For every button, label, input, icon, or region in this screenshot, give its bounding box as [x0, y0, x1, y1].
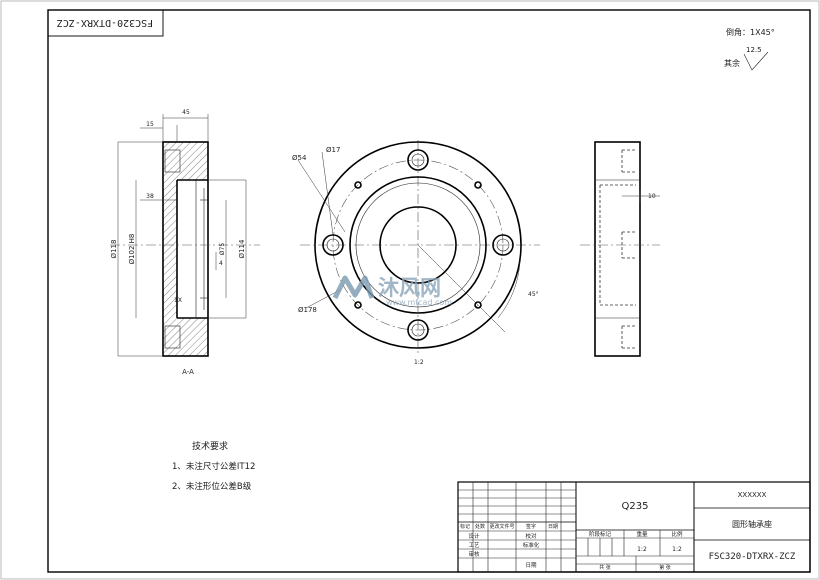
watermark-brand: 沐风网 — [378, 276, 441, 300]
other-roughness-label: 其余 — [724, 58, 740, 68]
tb-sheet-number: 第 张 — [659, 564, 671, 571]
dim-angle45: 45° — [528, 291, 539, 298]
dim-45: 45 — [182, 109, 190, 116]
dim-phi102: Ø102 H8 — [128, 234, 136, 265]
tb-part-name: 圆形轴承座 — [732, 519, 772, 529]
technical-requirements: 技术要求 1、未注尺寸公差IT12 2、未注形位公差B级 — [172, 440, 255, 492]
watermark-url: www.mfcad.com — [386, 298, 452, 307]
tb-stage: 阶段标记 — [589, 530, 612, 538]
tb-weight: 重量 — [636, 530, 648, 538]
code-stamp: FSC320-DTXRX-ZCZ — [47, 9, 164, 37]
tb-sheet-total: 共 张 — [599, 564, 611, 571]
watermark: 沐风网 www.mfcad.com — [332, 275, 452, 307]
dim-4: 4 — [219, 260, 223, 267]
dim-phi118: Ø118 — [110, 240, 118, 259]
dim-phi54: Ø54 — [292, 154, 307, 162]
side-view — [580, 141, 660, 357]
tb-design: 设计 — [468, 532, 480, 540]
tb-header-date: 日期 — [548, 524, 558, 530]
tb-sheet-value: 1:2 — [672, 546, 682, 553]
tech-req-title: 技术要求 — [192, 440, 228, 452]
tb-header-mark: 标记 — [460, 523, 470, 530]
tb-drawing-number: FSC320-DTXRX-ZCZ — [709, 552, 796, 562]
front-view-labels: Ø17 Ø54 Ø178 45° 1:2 — [292, 146, 539, 366]
title-block-text: 标记 处数 更改文件号 签字 日期 设计 工艺 审核 校对 标准化 日期 Q23… — [460, 491, 796, 571]
section-view — [110, 114, 260, 357]
dim-phi178: Ø178 — [298, 306, 317, 314]
surface-notes: 倒角：1X45° 其余 12.5 — [724, 27, 775, 71]
title-block — [457, 481, 811, 573]
tb-scale-value: 1:2 — [637, 546, 647, 553]
tb-header-change: 更改文件号 — [489, 523, 514, 530]
dim-15: 15 — [146, 121, 154, 128]
tb-standard: 标准化 — [523, 541, 540, 549]
section-label: A-A — [182, 368, 194, 376]
tb-header-count: 处数 — [475, 523, 485, 530]
tb-check: 校对 — [525, 532, 537, 540]
tb-review: 审核 — [468, 550, 480, 558]
tb-process: 工艺 — [468, 542, 480, 549]
roughness-symbol-icon — [743, 51, 769, 71]
tech-req-item-2: 2、未注形位公差B级 — [172, 481, 252, 492]
watermark-logo-icon — [332, 275, 375, 300]
front-view — [297, 140, 540, 355]
chamfer-note: 倒角：1X45° — [726, 27, 775, 37]
dim-38: 38 — [146, 193, 154, 200]
tb-scale-label: 比例 — [671, 530, 683, 538]
view-scale: 1:2 — [414, 359, 424, 366]
dim-phi17: Ø17 — [326, 146, 340, 154]
dim-phi75: Ø75 — [219, 243, 226, 256]
section-view-labels: 45 15 38 Ø118 Ø102 H8 Ø75 Ø114 4 1X A-A — [110, 109, 246, 376]
roughness-value: 12.5 — [746, 46, 762, 54]
code-stamp-text: FSC320-DTXRX-ZCZ — [57, 17, 153, 28]
dim-10: 10 — [648, 193, 656, 200]
dim-chamfer-small: 1X — [174, 297, 182, 304]
frame-border — [47, 9, 811, 573]
dim-phi114: Ø114 — [238, 239, 246, 258]
tech-req-item-1: 1、未注尺寸公差IT12 — [172, 461, 255, 472]
tb-company: XXXXXX — [738, 491, 767, 499]
tb-material: Q235 — [622, 501, 649, 512]
tb-header-sign: 签字 — [526, 523, 536, 530]
tb-date: 日期 — [525, 562, 537, 569]
